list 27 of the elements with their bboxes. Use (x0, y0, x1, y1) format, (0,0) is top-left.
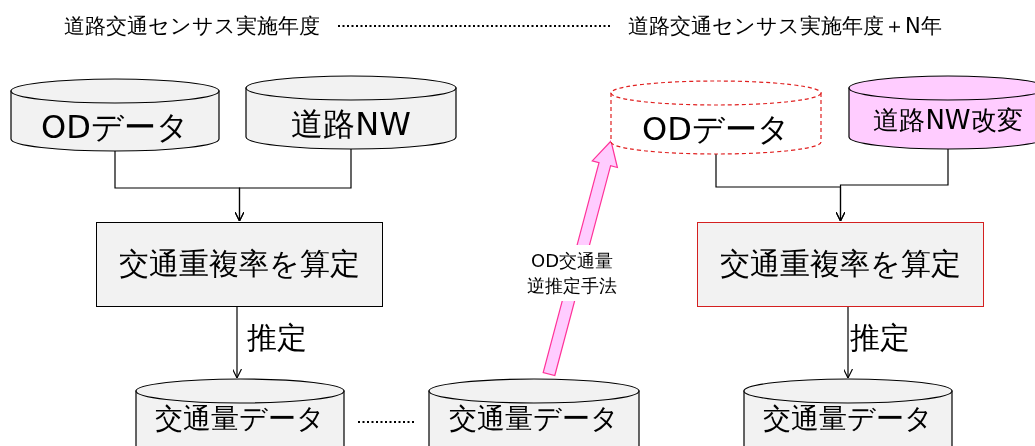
database-cylinder (610, 80, 822, 155)
dotted-line (357, 421, 416, 423)
cylinder-label: 交通量データ (154, 401, 326, 437)
database-cylinder (743, 378, 953, 446)
database-cylinder (848, 75, 1035, 150)
arrow (842, 306, 854, 379)
heading-text: 道路交通センサス実施年度＋N年 (628, 12, 942, 42)
process-box: 交通重複率を算定 (96, 222, 383, 307)
edge-label: OD交通量逆推定手法 (526, 245, 618, 302)
arrow (835, 148, 949, 222)
process-box: 交通重複率を算定 (697, 222, 984, 307)
arrow (234, 148, 352, 222)
cylinder-label: 交通量データ (448, 401, 620, 437)
cylinder-label: 交通量データ (762, 401, 934, 437)
cylinder-label: 道路NW (290, 104, 412, 145)
arrow (231, 306, 243, 379)
database-cylinder (428, 378, 640, 446)
edge-label: 推定 (850, 319, 910, 357)
heading-text: 道路交通センサス実施年度 (64, 12, 320, 42)
cylinder-label: ODデータ (40, 107, 190, 148)
database-cylinder (135, 378, 345, 446)
database-cylinder (10, 78, 220, 152)
cylinder-label: 道路NW改変 (872, 104, 1024, 137)
database-cylinder (245, 75, 457, 150)
cylinder-label: ODデータ (641, 109, 791, 150)
edge-label: 推定 (247, 319, 307, 357)
dotted-line (337, 25, 611, 27)
